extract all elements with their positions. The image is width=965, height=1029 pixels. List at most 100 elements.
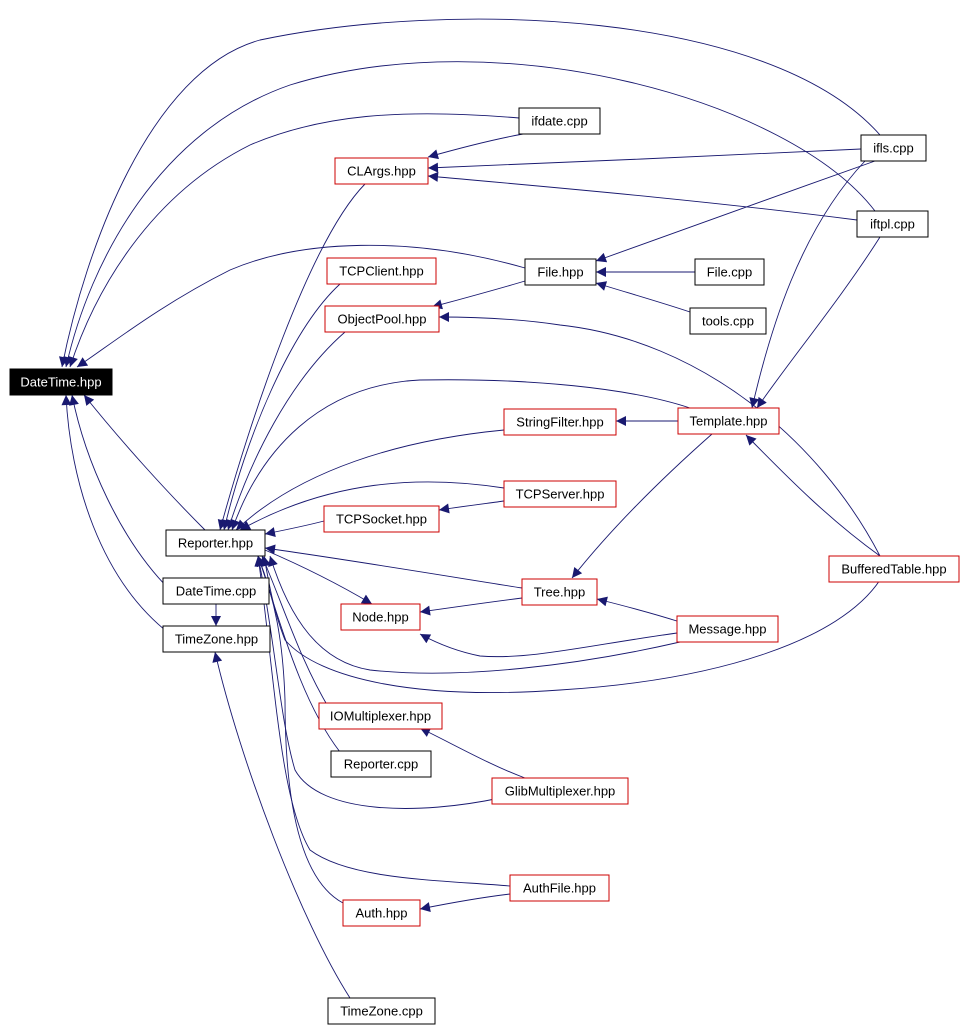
edge-iftpl_cpp-to-clargs_hpp	[427, 171, 858, 221]
node-timezone-cpp[interactable]: TimeZone.cpp	[327, 997, 436, 1025]
edge-reporter_hpp-to-datetime_hpp	[83, 394, 206, 531]
edge-ifls_cpp-to-datetime_hpp	[59, 18, 881, 368]
node-label: Reporter.hpp	[178, 536, 253, 551]
node-box	[165, 529, 266, 557]
edge-authfile_hpp-to-reporter_hpp	[254, 555, 511, 887]
edge-glibmultiplexer_hpp-to-iomultiplexer_hpp	[419, 727, 526, 779]
node-box	[503, 480, 617, 508]
edge-stringfilter_hpp-to-reporter_hpp	[235, 429, 505, 531]
node-box	[318, 702, 443, 730]
node-box	[524, 258, 597, 286]
node-label: tools.cpp	[702, 314, 754, 329]
node-box	[677, 407, 780, 435]
edge-glibmultiplexer_hpp-to-reporter_hpp	[255, 555, 501, 809]
edge-iftpl_cpp-to-template_hpp	[756, 236, 881, 409]
node-box	[326, 257, 437, 285]
node-reporter-hpp[interactable]: Reporter.hpp	[165, 529, 266, 557]
edge-reporter_hpp-to-node_hpp	[264, 549, 373, 605]
node-reporter-cpp[interactable]: Reporter.cpp	[330, 750, 432, 778]
node-iftpl-cpp[interactable]: iftpl.cpp	[856, 210, 929, 238]
node-box	[323, 505, 440, 533]
node-message-hpp[interactable]: Message.hpp	[676, 615, 779, 643]
node-glibmultiplexer-hpp[interactable]: GlibMultiplexer.hpp	[491, 777, 629, 805]
edge-tree_hpp-to-node_hpp	[419, 597, 523, 616]
node-label: TCPServer.hpp	[516, 487, 605, 502]
node-bufferedtable-hpp[interactable]: BufferedTable.hpp	[828, 555, 960, 583]
edge-timezone_cpp-to-timezone_hpp	[212, 651, 351, 999]
node-box	[330, 750, 432, 778]
node-label: TCPSocket.hpp	[336, 512, 427, 527]
node-tcpsocket-hpp[interactable]: TCPSocket.hpp	[323, 505, 440, 533]
node-tree-hpp[interactable]: Tree.hpp	[521, 578, 598, 606]
node-box	[327, 997, 436, 1025]
node-box	[856, 210, 929, 238]
node-datetime-cpp[interactable]: DateTime.cpp	[162, 577, 270, 605]
edge-clargs_hpp-to-reporter_hpp	[217, 183, 366, 531]
edge-file_hpp-to-objectpool_hpp	[431, 280, 526, 310]
node-box	[503, 408, 617, 436]
node-file-hpp[interactable]: File.hpp	[524, 258, 597, 286]
edge-iftpl_cpp-to-datetime_hpp	[63, 61, 876, 368]
node-ifdate-cpp[interactable]: ifdate.cpp	[518, 107, 601, 135]
edge-tools_cpp-to-file_hpp	[595, 281, 691, 313]
node-auth-hpp[interactable]: Auth.hpp	[342, 899, 421, 927]
edge-auth_hpp-to-reporter_hpp	[256, 555, 344, 904]
edge-ifdate_cpp-to-clargs_hpp	[427, 133, 524, 160]
node-box	[162, 625, 271, 653]
node-authfile-hpp[interactable]: AuthFile.hpp	[509, 874, 610, 902]
edge-tcpserver_hpp-to-tcpsocket_hpp	[438, 500, 505, 514]
node-clargs-hpp[interactable]: CLArgs.hpp	[334, 157, 429, 185]
node-box	[324, 305, 440, 333]
node-ifls-cpp[interactable]: ifls.cpp	[860, 134, 927, 162]
node-tcpserver-hpp[interactable]: TCPServer.hpp	[503, 480, 617, 508]
node-label: DateTime.cpp	[176, 584, 256, 599]
node-box	[689, 307, 767, 335]
node-label: iftpl.cpp	[870, 217, 915, 232]
node-stringfilter-hpp[interactable]: StringFilter.hpp	[503, 408, 617, 436]
node-label: TimeZone.cpp	[340, 1004, 423, 1019]
node-box	[342, 899, 421, 927]
node-iomultiplexer-hpp[interactable]: IOMultiplexer.hpp	[318, 702, 443, 730]
edge-tcpclient_hpp-to-reporter_hpp	[221, 283, 341, 531]
node-box	[860, 134, 927, 162]
edge-file_hpp-to-datetime_hpp	[76, 244, 526, 368]
node-label: IOMultiplexer.hpp	[330, 709, 431, 724]
edge-tcpsocket_hpp-to-reporter_hpp	[264, 520, 325, 537]
node-label: ifls.cpp	[873, 141, 913, 156]
node-box	[334, 157, 429, 185]
node-box	[491, 777, 629, 805]
edge-datetime_cpp-to-datetime_hpp	[69, 394, 171, 591]
edge-ifls_cpp-to-template_hpp	[749, 160, 866, 409]
node-objectpool-hpp[interactable]: ObjectPool.hpp	[324, 305, 440, 333]
node-label: Template.hpp	[689, 414, 767, 429]
node-node-hpp[interactable]: Node.hpp	[340, 603, 421, 631]
node-label: Node.hpp	[352, 610, 408, 625]
node-label: BufferedTable.hpp	[841, 562, 946, 577]
edge-ifls_cpp-to-file_hpp	[595, 160, 876, 263]
edge-ifls_cpp-to-clargs_hpp	[427, 148, 862, 173]
edge-template_hpp-to-tree_hpp	[571, 433, 713, 579]
node-box	[9, 368, 113, 396]
edge-tree_hpp-to-reporter_hpp	[264, 544, 523, 589]
edge-template_hpp-to-reporter_hpp	[230, 379, 691, 531]
node-box	[828, 555, 960, 583]
edge-objectpool_hpp-to-reporter_hpp	[226, 331, 346, 531]
node-tools-cpp[interactable]: tools.cpp	[689, 307, 767, 335]
node-timezone-hpp[interactable]: TimeZone.hpp	[162, 625, 271, 653]
node-box	[518, 107, 601, 135]
node-label: ObjectPool.hpp	[338, 312, 427, 327]
node-tcpclient-hpp[interactable]: TCPClient.hpp	[326, 257, 437, 285]
edge-tcpserver_hpp-to-reporter_hpp	[239, 481, 505, 531]
node-template-hpp[interactable]: Template.hpp	[677, 407, 780, 435]
node-file-cpp[interactable]: File.cpp	[694, 258, 765, 286]
edge-bufferedtable_hpp-to-reporter_hpp	[260, 555, 881, 693]
node-label: File.cpp	[707, 265, 753, 280]
node-box	[340, 603, 421, 631]
edge-timezone_hpp-to-datetime_hpp	[61, 394, 171, 635]
node-box	[509, 874, 610, 902]
edge-message_hpp-to-tree_hpp	[596, 596, 681, 623]
node-datetime-hpp[interactable]: DateTime.hpp	[9, 368, 113, 396]
edges-layer	[59, 18, 881, 999]
